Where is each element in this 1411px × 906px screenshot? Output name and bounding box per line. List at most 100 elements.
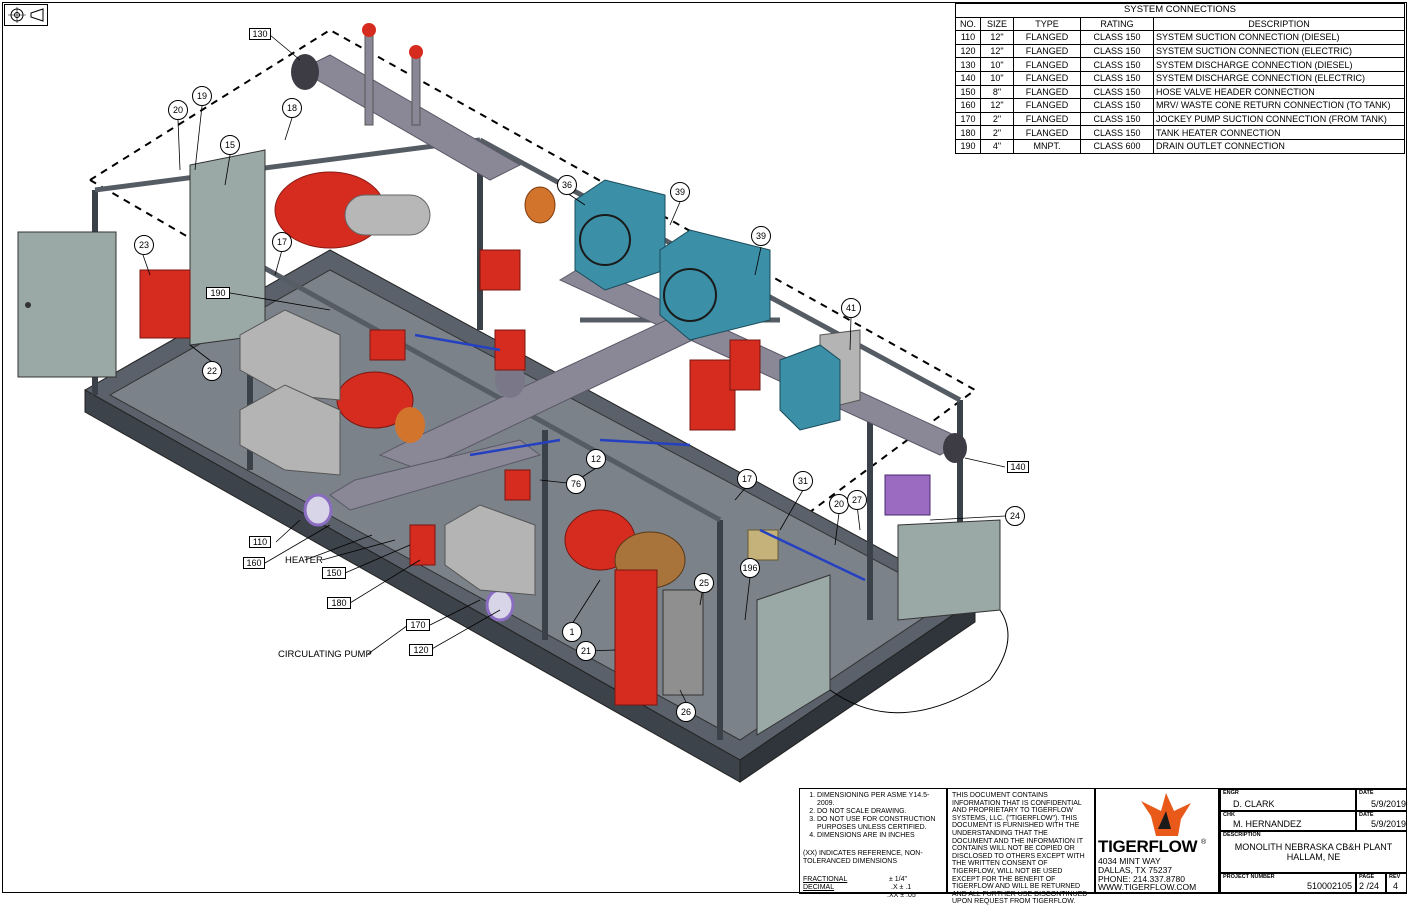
registered-mark: ® [1201, 839, 1207, 846]
cell-type: FLANGED [1013, 111, 1081, 127]
project-number-label: PROJECT NUMBER [1223, 874, 1275, 880]
project-number-cell: PROJECT NUMBER 510002105 [1220, 873, 1356, 893]
chk-value: M. HERNANDEZ [1233, 819, 1302, 829]
left-door [17, 231, 117, 378]
cell-no: 180 [955, 125, 981, 140]
chk-label: CHK [1223, 812, 1235, 818]
address-line-1: 4034 MINT WAY [1098, 856, 1161, 866]
title-block-info: ENGR D. CLARK DATE 5/9/2019 CHK M. HERNA… [1219, 788, 1407, 894]
cell-rating: CLASS 150 [1080, 125, 1154, 140]
page-value: 2 /24 [1359, 881, 1380, 891]
cell-rating: CLASS 150 [1080, 84, 1154, 100]
balloon-27: 27 [847, 490, 867, 510]
cell-description: MRV/ WASTE CONE RETURN CONNECTION (TO TA… [1153, 98, 1405, 113]
tag-110: 110 [249, 536, 271, 548]
drawing-sheet [2, 2, 1407, 893]
chk-date-value: 5/9/2019 [1371, 819, 1407, 829]
cell-description: JOCKEY PUMP SUCTION CONNECTION (FROM TAN… [1153, 111, 1405, 127]
balloon-41: 41 [841, 298, 861, 318]
right-door [897, 519, 1001, 621]
balloon-17b: 17 [737, 469, 757, 489]
project-title: MONOLITH NEBRASKA CB&H PLANT [1234, 842, 1393, 852]
cell-rating: CLASS 150 [1080, 70, 1154, 86]
balloon-39b: 39 [751, 226, 771, 246]
description-cell: DESCRIPTION MONOLITH NEBRASKA CB&H PLANT… [1220, 831, 1407, 873]
tag-150: 150 [322, 567, 346, 579]
fractional-label: FRACTIONAL [803, 876, 848, 883]
description-text: MONOLITH NEBRASKA CB&H PLANT HALLAM, NE [1221, 842, 1406, 862]
rev-cell: REV 4 [1386, 873, 1407, 893]
cell-no: 140 [955, 70, 981, 86]
cell-size: 4" [980, 138, 1014, 154]
decimal-label: DECIMAL [803, 884, 835, 891]
address-line-2: DALLAS, TX 75237 [1098, 864, 1173, 875]
tag-130: 130 [249, 28, 271, 40]
controller-23 [139, 269, 191, 339]
balloon-26: 26 [676, 702, 696, 722]
balloon-12: 12 [586, 449, 606, 469]
project-number-value: 510002105 [1307, 881, 1353, 891]
cell-no: 150 [955, 84, 981, 100]
cell-type: FLANGED [1013, 30, 1081, 45]
balloon-20: 20 [168, 100, 188, 120]
balloon-17a: 17 [272, 232, 292, 252]
cell-rating: CLASS 150 [1080, 111, 1154, 127]
col-size: SIZE [980, 16, 1014, 32]
tag-140: 140 [1007, 461, 1029, 473]
page-label: PAGE [1359, 874, 1375, 880]
cell-type: FLANGED [1013, 125, 1081, 140]
balloon-36: 36 [557, 175, 577, 195]
cell-description: SYSTEM DISCHARGE CONNECTION (DIESEL) [1153, 57, 1405, 72]
balloon-196: 196 [740, 558, 760, 578]
cell-description: SYSTEM DISCHARGE CONNECTION (ELECTRIC) [1153, 70, 1405, 86]
col-rating: RATING [1080, 16, 1154, 32]
balloon-25: 25 [694, 573, 714, 593]
cell-description: HOSE VALVE HEADER CONNECTION [1153, 84, 1405, 100]
cell-no: 110 [955, 30, 981, 45]
controller-21 [614, 569, 658, 706]
cell-type: FLANGED [1013, 84, 1081, 100]
heater-label: HEATER [285, 555, 323, 566]
note-1: DIMENSIONING PER ASME Y14.5-2009. [817, 792, 943, 808]
balloon-21: 21 [576, 641, 596, 661]
cell-rating: CLASS 600 [1080, 138, 1154, 154]
valve-group [369, 249, 761, 566]
balloon-19: 19 [192, 86, 212, 106]
note-4: DIMENSIONS ARE IN INCHES [817, 832, 943, 840]
cell-type: MNPT. [1013, 138, 1081, 154]
cell-size: 2" [980, 111, 1014, 127]
balloon-15: 15 [220, 135, 240, 155]
table-header-row: NO. SIZE TYPE RATING DESCRIPTION [955, 16, 1405, 32]
side-panel [189, 149, 266, 346]
cell-description: SYSTEM SUCTION CONNECTION (DIESEL) [1153, 30, 1405, 45]
col-description: DESCRIPTION [1153, 16, 1405, 32]
balloon-18: 18 [282, 98, 302, 118]
reference-note: (XX) INDICATES REFERENCE, NON-TOLERANCED… [803, 850, 923, 865]
project-location: HALLAM, NE [1286, 852, 1341, 862]
page-cell: PAGE 2 /24 [1356, 873, 1386, 893]
engr-date-cell: DATE 5/9/2019 [1356, 789, 1407, 811]
cell-size: 8" [980, 84, 1014, 100]
balloon-24: 24 [1005, 506, 1025, 526]
tag-120: 120 [409, 644, 433, 656]
cell-type: FLANGED [1013, 43, 1081, 59]
general-notes: DIMENSIONING PER ASME Y14.5-2009. DO NOT… [799, 788, 947, 899]
date-label: DATE [1359, 790, 1374, 796]
cell-description: DRAIN OUTLET CONNECTION [1153, 138, 1405, 154]
cell-no: 130 [955, 57, 981, 72]
cell-no: 190 [955, 138, 981, 154]
system-connections-table: SYSTEM CONNECTIONS NO. SIZE TYPE RATING … [955, 3, 1405, 154]
tiger-logo-icon [1141, 793, 1191, 836]
date-label: DATE [1359, 812, 1374, 818]
cell-type: FLANGED [1013, 57, 1081, 72]
rev-value: 4 [1393, 881, 1399, 891]
tag-170: 170 [406, 619, 430, 631]
chk-cell: CHK M. HERNANDEZ [1220, 811, 1356, 831]
cell-rating: CLASS 150 [1080, 43, 1154, 59]
cell-description: SYSTEM SUCTION CONNECTION (ELECTRIC) [1153, 43, 1405, 59]
